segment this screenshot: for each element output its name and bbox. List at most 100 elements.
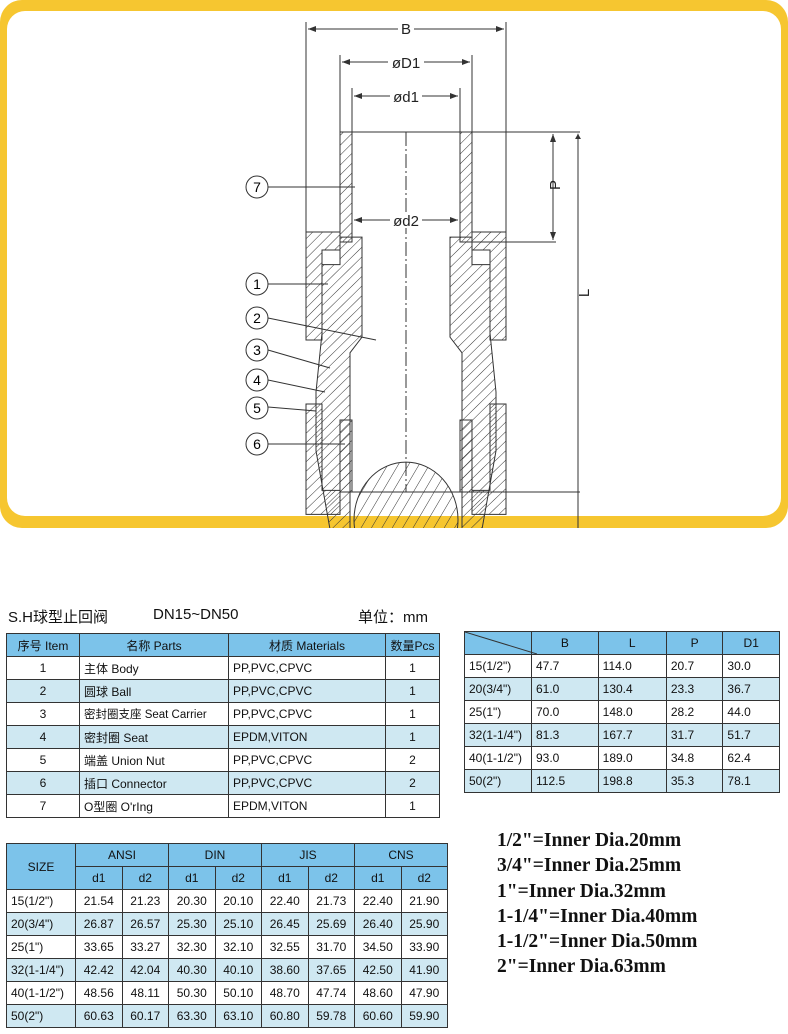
- cell-value: 22.40: [261, 889, 309, 913]
- cell-item: 7: [6, 794, 80, 818]
- cell-item: 2: [6, 679, 80, 703]
- cell-value: 59.90: [400, 1004, 448, 1028]
- cell-D1: 36.7: [722, 677, 780, 701]
- corner-diagonal-cell: [464, 631, 537, 655]
- standards-subheader-row: d1 d2 d1 d2 d1 d2 d1 d2: [6, 866, 448, 890]
- table-row: 40(1-1/2") 48.56 48.11 50.30 50.10 48.70…: [6, 981, 448, 1005]
- col-d1: d1: [75, 866, 123, 890]
- cell-part: 插口 Connector: [79, 771, 229, 795]
- col-materials: 材质 Materials: [228, 633, 386, 657]
- cell-value: 25.30: [168, 912, 216, 936]
- cell-size: 20(3/4"): [464, 677, 532, 701]
- cell-item: 5: [6, 748, 80, 772]
- valve-cross-section-drawing: 7 1 2 3 4 5 6 B øD1 ød1 ød2 P L: [245, 20, 593, 528]
- cell-part: 主体 Body: [79, 656, 229, 680]
- col-d1: d1: [261, 866, 309, 890]
- cell-B: 61.0: [531, 677, 599, 701]
- dimension-table: B L P D1 15(1/2") 47.7 114.0 20.7 30.0 2…: [464, 631, 780, 793]
- cell-B: 70.0: [531, 700, 599, 724]
- cell-size: 25(1"): [6, 935, 76, 959]
- cell-size: 20(3/4"): [6, 912, 76, 936]
- drawing-frame: 7 1 2 3 4 5 6 B øD1 ød1 ød2 P L: [0, 0, 788, 528]
- cell-pcs: 1: [385, 679, 440, 703]
- callout-5: 5: [245, 396, 269, 420]
- product-title: S.H球型止回阀: [8, 609, 109, 626]
- table-row: 6 插口 Connector PP,PVC,CPVC 2: [6, 771, 440, 795]
- col-P: P: [665, 631, 724, 655]
- cell-size: 40(1-1/2"): [464, 746, 532, 770]
- cell-size: 50(2"): [464, 769, 532, 793]
- cell-value: 38.60: [261, 958, 309, 982]
- col-item: 序号 Item: [6, 633, 80, 657]
- note-line: 1"=Inner Dia.32mm: [497, 880, 666, 902]
- cell-value: 26.57: [121, 912, 169, 936]
- cell-pcs: 2: [385, 748, 440, 772]
- cell-item: 4: [6, 725, 80, 749]
- cell-value: 63.10: [214, 1004, 262, 1028]
- cell-L: 198.8: [597, 769, 667, 793]
- cell-value: 40.10: [214, 958, 262, 982]
- cell-material: PP,PVC,CPVC: [228, 771, 386, 795]
- table-row: 20(3/4") 26.87 26.57 25.30 25.10 26.45 2…: [6, 912, 448, 936]
- cell-value: 42.50: [354, 958, 402, 982]
- cell-value: 48.70: [261, 981, 309, 1005]
- cell-value: 47.90: [400, 981, 448, 1005]
- dim-label-L: L: [576, 289, 593, 297]
- table-row: 20(3/4") 61.0 130.4 23.3 36.7: [464, 677, 780, 701]
- col-cns: CNS: [354, 843, 448, 867]
- cell-pcs: 1: [385, 725, 440, 749]
- col-din: DIN: [168, 843, 262, 867]
- col-B: B: [531, 631, 599, 655]
- svg-text:6: 6: [253, 436, 261, 452]
- table-row: 25(1") 70.0 148.0 28.2 44.0: [464, 700, 780, 724]
- cell-D1: 51.7: [722, 723, 780, 747]
- cell-part: 端盖 Union Nut: [79, 748, 229, 772]
- cell-value: 37.65: [307, 958, 355, 982]
- product-range: DN15~DN50: [153, 606, 239, 623]
- note-line: 1-1/4"=Inner Dia.40mm: [497, 905, 698, 927]
- cell-value: 60.80: [261, 1004, 309, 1028]
- cell-value: 48.56: [75, 981, 123, 1005]
- cell-item: 1: [6, 656, 80, 680]
- cell-value: 32.30: [168, 935, 216, 959]
- note-line: 3/4"=Inner Dia.25mm: [497, 855, 682, 877]
- cell-item: 6: [6, 771, 80, 795]
- cell-value: 60.63: [75, 1004, 123, 1028]
- cell-D1: 62.4: [722, 746, 780, 770]
- cell-L: 148.0: [597, 700, 667, 724]
- cell-value: 26.45: [261, 912, 309, 936]
- cell-pcs: 1: [385, 656, 440, 680]
- table-row: 2 圆球 Ball PP,PVC,CPVC 1: [6, 679, 440, 703]
- cell-value: 32.55: [261, 935, 309, 959]
- svg-text:2: 2: [253, 310, 261, 326]
- col-d2: d2: [400, 866, 448, 890]
- cell-size: 15(1/2"): [6, 889, 76, 913]
- dim-label-D1: øD1: [392, 55, 420, 72]
- cell-value: 33.90: [400, 935, 448, 959]
- callout-1: 1: [245, 272, 269, 296]
- table-row: 50(2") 60.63 60.17 63.30 63.10 60.80 59.…: [6, 1004, 448, 1028]
- svg-text:1: 1: [253, 276, 261, 292]
- cell-value: 21.54: [75, 889, 123, 913]
- standards-table: SIZE ANSI DIN JIS CNS d1 d2 d1 d2 d1 d2 …: [6, 843, 448, 1028]
- cell-L: 189.0: [597, 746, 667, 770]
- svg-text:3: 3: [253, 342, 261, 358]
- cell-material: EPDM,VITON: [228, 725, 386, 749]
- svg-text:4: 4: [253, 372, 261, 388]
- cell-P: 28.2: [665, 700, 724, 724]
- dim-label-B: B: [401, 21, 411, 38]
- table-row: 15(1/2") 47.7 114.0 20.7 30.0: [464, 654, 780, 678]
- cell-B: 112.5: [531, 769, 599, 793]
- parts-table-header: 序号 Item 名称 Parts 材质 Materials 数量Pcs: [6, 633, 440, 657]
- cell-value: 20.10: [214, 889, 262, 913]
- cell-value: 42.42: [75, 958, 123, 982]
- cell-value: 25.10: [214, 912, 262, 936]
- note-line: 1-1/2"=Inner Dia.50mm: [497, 931, 698, 953]
- cell-size: 15(1/2"): [464, 654, 532, 678]
- cell-value: 31.70: [307, 935, 355, 959]
- cell-D1: 30.0: [722, 654, 780, 678]
- cell-value: 26.40: [354, 912, 402, 936]
- cell-size: 40(1-1/2"): [6, 981, 76, 1005]
- table-row: 40(1-1/2") 93.0 189.0 34.8 62.4: [464, 746, 780, 770]
- cell-part: 密封圈 Seat: [79, 725, 229, 749]
